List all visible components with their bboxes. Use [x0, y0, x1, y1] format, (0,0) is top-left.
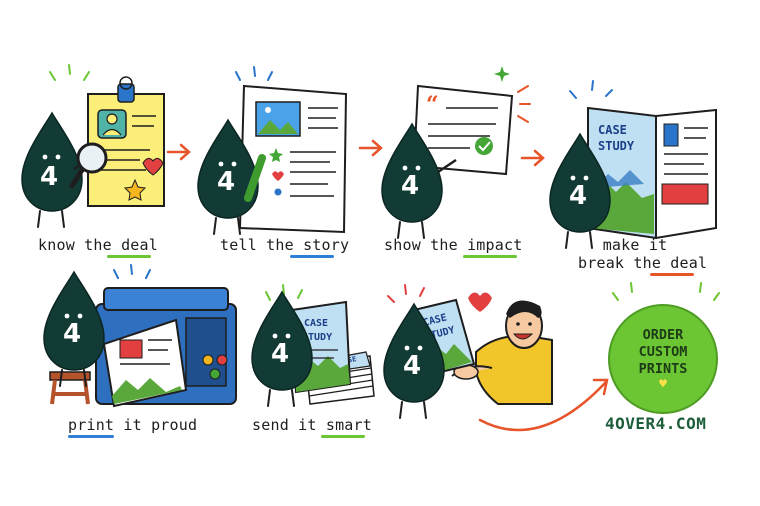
caption-underline [321, 435, 365, 438]
ink-drop-mascot-icon: 4 [43, 271, 105, 387]
story-document-icon [235, 66, 348, 234]
cta-heart-icon: ♥ [659, 376, 667, 392]
case-study-title-line2: STUDY [598, 139, 635, 153]
step-print-it-proud: 4 [43, 264, 237, 408]
caption-underline [68, 435, 114, 438]
svg-text:4: 4 [63, 319, 81, 349]
ink-drop-mascot-icon: 4 [251, 291, 313, 407]
case-study-title-line1: CASE [598, 123, 627, 137]
step-caption-send-it-smart: send it smart [252, 416, 372, 434]
order-custom-prints-button[interactable]: ORDER CUSTOM PRINTS ♥ [608, 304, 718, 414]
svg-text:CASE: CASE [304, 318, 328, 329]
svg-text:4: 4 [569, 181, 587, 211]
caption-underline [650, 273, 694, 276]
step-caption-make-it: make it [602, 236, 668, 254]
website-link[interactable]: 4OVER4.COM [605, 414, 707, 433]
step-customer-handoff: CASE STUDY 4 [383, 284, 553, 419]
stool-icon [49, 371, 91, 405]
caption-underline [290, 255, 334, 258]
ink-drop-mascot-icon: 4 [197, 119, 259, 235]
step-caption-know-the-deal: know the deal [38, 236, 158, 254]
caption-underline [463, 255, 517, 258]
happy-customer-icon [451, 300, 553, 405]
flow-arrow-3 [520, 149, 545, 167]
svg-text:4: 4 [217, 167, 235, 197]
step-send-it-smart: CASE CASE STUDY 4 [251, 284, 375, 407]
step-tell-the-story: 4 [197, 66, 348, 235]
ink-drop-mascot-icon: 4 [549, 133, 611, 249]
testimonial-card-icon: “ [412, 66, 531, 176]
mascot-number: 4 [40, 162, 58, 192]
step-caption-print-it-proud: print it proud [68, 416, 198, 434]
cta-arrow [478, 378, 609, 432]
ink-drop-mascot-icon: 4 [381, 123, 457, 239]
caption-underline [107, 255, 151, 258]
cta-line-1: ORDER [642, 326, 684, 343]
step-make-it-break-the-deal: CASE STUDY 4 [549, 80, 717, 249]
svg-text:4: 4 [271, 339, 289, 369]
svg-text:4: 4 [403, 351, 421, 381]
cta-line-2: CUSTOM [638, 343, 688, 360]
svg-text:“: “ [426, 92, 439, 118]
brochure-stack-icon: CASE CASE STUDY [265, 284, 375, 405]
svg-text:STUDY: STUDY [302, 332, 332, 343]
step-show-the-impact: “ 4 [381, 66, 531, 239]
heart-icon [468, 292, 492, 312]
ink-drop-mascot-icon: 4 [383, 303, 445, 419]
step-caption-break-the-deal: break the deal [578, 254, 708, 272]
cta-line-3: PRINTS [638, 360, 688, 377]
svg-text:4: 4 [401, 171, 419, 201]
cta-sparkle-marks [612, 282, 720, 301]
magnifier-icon [69, 142, 108, 189]
printer-icon [95, 264, 237, 408]
clipboard-document-icon [49, 64, 165, 207]
flow-arrow-1 [166, 143, 191, 161]
step-caption-show-the-impact: show the impact [384, 236, 523, 254]
pen-icon [244, 154, 266, 202]
flow-arrow-2 [358, 139, 383, 157]
step-know-the-deal: 4 [21, 64, 165, 228]
step-caption-tell-the-story: tell the story [220, 236, 350, 254]
